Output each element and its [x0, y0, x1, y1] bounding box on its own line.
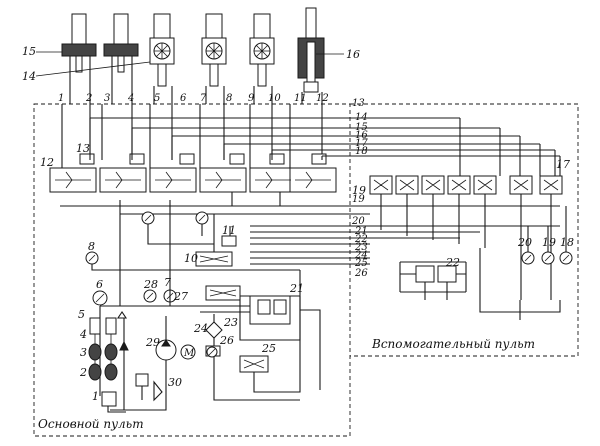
main-panel-border [33, 103, 351, 437]
label-21: 21 [289, 282, 304, 295]
svg-text:M: M [183, 348, 195, 359]
line-number: 10 [268, 93, 281, 104]
line-number: 22 [354, 234, 368, 245]
line-number: 6 [180, 93, 187, 104]
line-number: 25 [354, 258, 368, 269]
label-11: 11 [222, 224, 236, 237]
label-30: 30 [168, 376, 182, 389]
line-number: 26 [354, 268, 368, 279]
aux-panel-border [350, 103, 579, 357]
line-number: 7 [200, 93, 207, 104]
label-15: 15 [22, 45, 36, 58]
label-5: 5 [78, 308, 85, 321]
label-3: 3 [80, 346, 87, 359]
line-number: 2 [85, 93, 92, 104]
line-number: 18 [355, 146, 368, 157]
line-number: 21 [354, 226, 368, 237]
label-28: 28 [143, 278, 158, 291]
label-20-gauge: 20 [517, 236, 532, 249]
aux-panel-label: Вспомогательный пульт [371, 337, 535, 351]
label-29: 29 [145, 336, 160, 349]
line-number: 13 [352, 98, 365, 109]
component-labels: 15 14 16 12 13 17 19 8 6 5 4 3 2 1 28 7 … [22, 45, 574, 403]
line-number: 3 [104, 93, 110, 104]
line-number: 23 [354, 242, 368, 253]
label-25: 25 [261, 342, 276, 355]
label-1: 1 [92, 390, 99, 403]
label-19: 19 [352, 184, 366, 197]
label-24: 24 [193, 322, 208, 335]
label-13: 13 [76, 142, 90, 155]
label-10: 10 [184, 252, 198, 265]
actuator-feed-lines [61, 56, 323, 170]
label-16: 16 [346, 48, 360, 61]
line-number: 24 [354, 250, 368, 261]
pump-circuit: M [85, 192, 321, 413]
line-number: 9 [248, 93, 255, 104]
line-number: 20 [351, 216, 365, 227]
main-valve-bank [49, 153, 337, 193]
line-number: 14 [355, 112, 368, 123]
label-17: 17 [556, 158, 570, 171]
label-4: 4 [79, 328, 87, 341]
top-line-numbers: 1 2 3 4 5 6 7 8 9 10 11 12 [58, 93, 329, 104]
label-22: 22 [445, 256, 460, 269]
line-number: 16 [355, 130, 368, 141]
label-19-gauge: 19 [542, 236, 556, 249]
label-12: 12 [40, 156, 54, 169]
line-number: 1 [58, 93, 64, 104]
label-26: 26 [219, 334, 234, 347]
line-number: 12 [316, 93, 329, 104]
aux-block-22 [399, 248, 561, 320]
return-lines [60, 205, 560, 265]
line-number: 8 [226, 93, 232, 104]
pilot-lines [89, 117, 561, 176]
main-panel-label: Основной пульт [38, 417, 144, 431]
label-7: 7 [164, 276, 171, 289]
gauges-aux [521, 206, 573, 265]
line-number: 11 [294, 93, 307, 104]
line-number: 17 [355, 138, 368, 149]
aux-valve-bank [369, 175, 563, 300]
label-18: 18 [560, 236, 574, 249]
line-number: 19 [352, 194, 365, 205]
label-6: 6 [96, 278, 103, 291]
line-number: 15 [355, 122, 368, 133]
label-14: 14 [22, 70, 36, 83]
label-8: 8 [88, 240, 95, 253]
right-line-numbers: 13 14 15 16 17 18 19 20 21 22 23 24 25 2… [351, 98, 368, 279]
line-number: 5 [154, 93, 160, 104]
line-number: 4 [127, 93, 134, 104]
label-2: 2 [79, 366, 87, 379]
label-23: 23 [223, 316, 238, 329]
label-27: 27 [173, 290, 188, 303]
actuator-group [61, 7, 325, 93]
